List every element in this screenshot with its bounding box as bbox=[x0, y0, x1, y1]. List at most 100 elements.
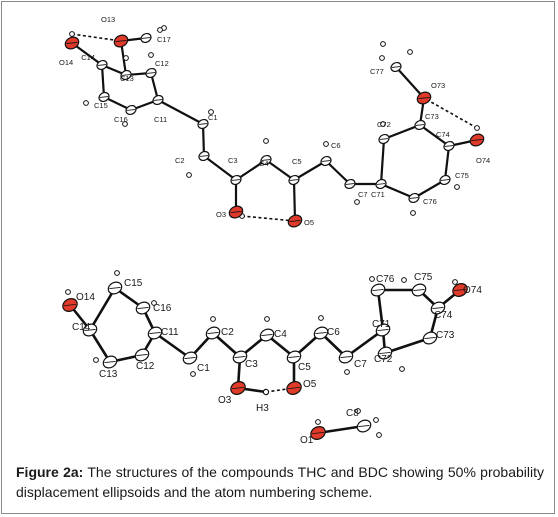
ellipsoid-axis bbox=[97, 64, 107, 66]
atom-c16 bbox=[135, 301, 151, 315]
ellipsoid-axis bbox=[453, 289, 467, 291]
atom-c4 bbox=[260, 154, 272, 166]
ellipsoid-axis bbox=[471, 139, 483, 141]
atom-c76 bbox=[408, 192, 420, 204]
atom-label-c14: C14 bbox=[72, 322, 91, 333]
atom-label-c3: C3 bbox=[228, 156, 238, 165]
ellipsoid-axis bbox=[440, 179, 450, 181]
atom-label-o3: O3 bbox=[218, 395, 232, 406]
ellipsoid-axis bbox=[231, 179, 241, 181]
atom-label-o74: O74 bbox=[463, 285, 482, 296]
atom-label-c6: C6 bbox=[331, 141, 341, 150]
atom-label-o5: O5 bbox=[303, 379, 317, 390]
hydrogen-atom bbox=[380, 121, 386, 127]
caption-label: Figure 2a: bbox=[16, 464, 84, 480]
atom-c75 bbox=[439, 174, 451, 186]
ellipsoid-axis bbox=[289, 220, 301, 222]
atom-label-c17: C17 bbox=[157, 35, 171, 44]
atom-label-c71: C71 bbox=[371, 190, 385, 199]
figure-caption: Figure 2a: The structures of the compoun… bbox=[16, 462, 544, 502]
hydrogen-atom bbox=[474, 125, 480, 131]
hydrogen-atom bbox=[263, 138, 269, 144]
atom-c8 bbox=[356, 419, 372, 433]
atom-label-c1: C1 bbox=[197, 363, 210, 374]
ellipsoid-axis bbox=[141, 37, 151, 39]
hydrogen-atom bbox=[454, 184, 460, 190]
atom-label-c7: C7 bbox=[354, 359, 367, 370]
hydrogen-atom bbox=[65, 289, 71, 295]
atom-c12 bbox=[134, 348, 150, 362]
atom-o73 bbox=[416, 91, 432, 105]
ellipsoid-axis bbox=[234, 356, 246, 358]
atom-c74 bbox=[430, 301, 446, 315]
hydrogen-atom bbox=[69, 31, 75, 37]
ellipsoid-axis bbox=[289, 179, 299, 181]
ellipsoid-axis bbox=[379, 138, 389, 140]
hydrogen-bond-thc bbox=[241, 215, 296, 222]
hydrogen-atom bbox=[369, 276, 375, 282]
ellipsoid-axis bbox=[424, 337, 436, 339]
bond-bdc-c13-c14 bbox=[88, 328, 112, 364]
hydrogen-atom bbox=[407, 49, 413, 55]
hydrogen-atom bbox=[410, 210, 416, 216]
atom-c73 bbox=[422, 331, 438, 345]
hydrogen-atom bbox=[452, 279, 458, 285]
ellipsoid-axis bbox=[137, 307, 149, 309]
ellipsoid-axis bbox=[115, 40, 127, 42]
atom-c14 bbox=[96, 59, 108, 71]
atom-label-c76: C76 bbox=[376, 274, 395, 285]
atom-label-c73: C73 bbox=[425, 112, 439, 121]
atom-c75 bbox=[411, 283, 427, 297]
atom-label-c16: C16 bbox=[114, 115, 128, 124]
atom-c3 bbox=[230, 174, 242, 186]
atom-c13 bbox=[102, 355, 118, 369]
bond-bdc-c14-c15 bbox=[88, 286, 117, 332]
hydrogen-atom bbox=[315, 419, 321, 425]
atom-label-c74: C74 bbox=[434, 310, 453, 321]
atom-label-c75: C75 bbox=[414, 272, 433, 283]
ellipsoid-axis bbox=[126, 109, 136, 111]
atom-c7 bbox=[344, 178, 356, 190]
atom-label-c15: C15 bbox=[124, 278, 143, 289]
atom-o5 bbox=[287, 214, 303, 228]
atom-c15 bbox=[107, 281, 123, 295]
hydrogen-atom bbox=[318, 315, 324, 321]
ellipsoid-axis bbox=[104, 361, 116, 363]
atom-label-c6: C6 bbox=[327, 327, 340, 338]
atom-label-c72: C72 bbox=[374, 354, 393, 365]
atom-o14 bbox=[62, 298, 78, 312]
atom-c5 bbox=[286, 350, 302, 364]
atom-c1 bbox=[197, 118, 209, 130]
hydrogen-atom bbox=[93, 357, 99, 363]
atom-c72 bbox=[377, 346, 393, 360]
atom-c3 bbox=[232, 350, 248, 364]
hydrogen-atom bbox=[401, 277, 407, 283]
atom-o3 bbox=[230, 381, 246, 395]
atom-label-c76: C76 bbox=[423, 197, 437, 206]
hydrogen-atom bbox=[114, 270, 120, 276]
atom-label-c13: C13 bbox=[99, 369, 118, 380]
ellipsoid-axis bbox=[372, 289, 384, 291]
ellipsoid-axis bbox=[146, 72, 156, 74]
atom-o14 bbox=[64, 36, 80, 50]
ellipsoid-axis bbox=[415, 124, 425, 126]
atom-label-o73: O73 bbox=[431, 81, 445, 90]
atom-label-c16: C16 bbox=[153, 303, 172, 314]
atom-label-c75: C75 bbox=[455, 171, 469, 180]
hydrogen-atom bbox=[379, 55, 385, 61]
atom-c1 bbox=[182, 351, 198, 365]
bond-bdc-c7-c71 bbox=[344, 328, 385, 359]
hydrogen-atom bbox=[186, 172, 192, 178]
atom-label-o1: O1 bbox=[300, 435, 314, 446]
atom-label-o14: O14 bbox=[59, 58, 73, 67]
ellipsoid-axis bbox=[199, 155, 209, 157]
atom-c6 bbox=[320, 155, 332, 167]
ellipsoid-axis bbox=[358, 425, 370, 427]
hydrogen-atom bbox=[355, 408, 361, 414]
atom-c12 bbox=[145, 67, 157, 79]
hydrogen-atom bbox=[323, 141, 329, 147]
atom-label-c2: C2 bbox=[175, 156, 185, 165]
